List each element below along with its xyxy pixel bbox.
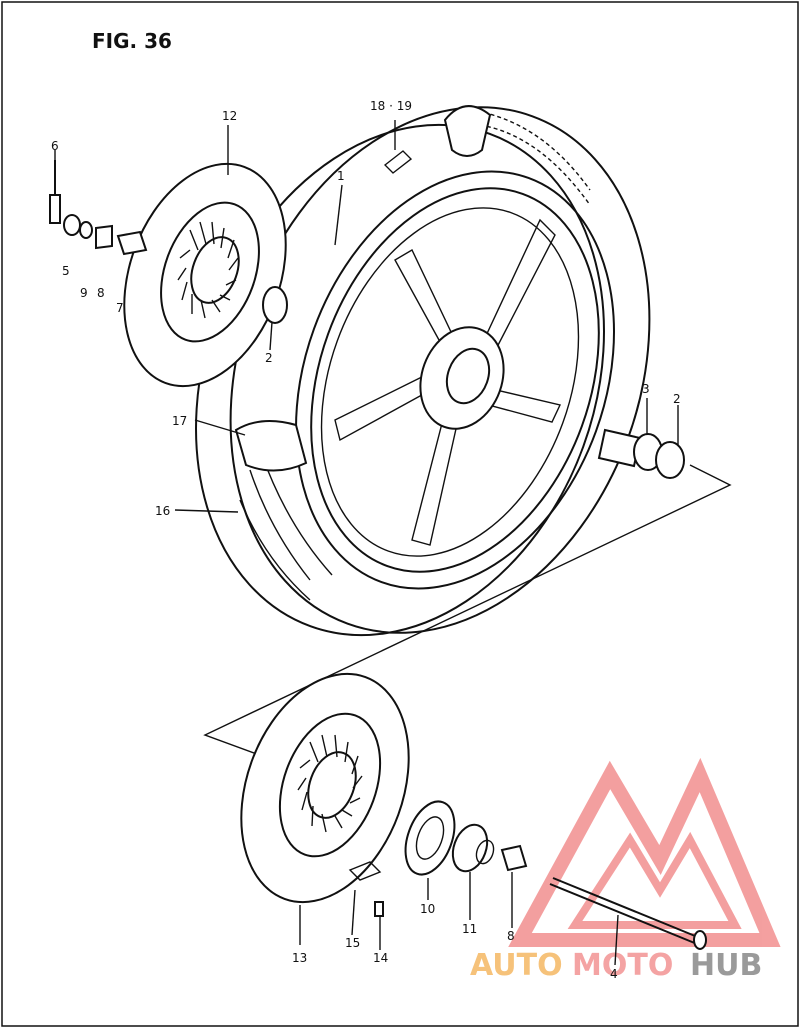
nut-5: [63, 214, 81, 236]
watermark-moto: MOTO: [572, 948, 673, 983]
callout-6: 6: [51, 139, 59, 153]
figure-title: FIG. 36: [92, 29, 172, 53]
watermark: AUTO MOTO HUB: [470, 757, 781, 983]
callout-1: 1: [337, 169, 345, 183]
spacer-3: [597, 428, 642, 468]
callout-18-19: 18 · 19: [370, 99, 412, 113]
bearing-2-right: [655, 441, 685, 479]
watermark-hub: HUB: [690, 948, 762, 983]
right-axle-parts: [597, 428, 685, 479]
rim: [295, 170, 615, 590]
valve: [383, 150, 413, 174]
upper-axle-parts: [49, 160, 288, 324]
callout-14: 14: [373, 951, 388, 965]
watermark-auto: AUTO: [470, 948, 563, 983]
assembly-line: [203, 464, 732, 771]
callout-7: 7: [116, 301, 124, 315]
callout-2-upper: 2: [265, 351, 273, 365]
callout-17: 17: [172, 414, 187, 428]
callout-3: 3: [642, 382, 650, 396]
screw-14: [374, 901, 384, 917]
callout-9: 9: [80, 286, 88, 300]
upper-brake-disc: [123, 162, 287, 388]
wheel-hub: [419, 326, 505, 430]
callout-8-lower: 8: [507, 929, 515, 943]
callout-11: 11: [462, 922, 477, 936]
spacer-8: [95, 224, 113, 250]
washer-9: [79, 221, 93, 239]
gear-10: [404, 800, 456, 876]
callout-12: 12: [222, 109, 237, 123]
lower-parts: [374, 800, 707, 950]
callout-16: 16: [155, 504, 170, 518]
rim-band: [234, 420, 308, 472]
tire-section-top: [443, 105, 492, 157]
callouts: 12 1 18 · 19 6 5 9 8 7 2 17 16 3 2 13 15…: [51, 99, 681, 981]
callout-8-upper: 8: [97, 286, 105, 300]
bearing-2-upper: [262, 286, 288, 324]
collar-7: [116, 230, 148, 256]
leader-lines: [54, 120, 679, 966]
spacer-8-lower: [500, 844, 528, 872]
watermark-logo: [508, 757, 781, 947]
callout-2-right: 2: [673, 392, 681, 406]
callout-10: 10: [420, 902, 435, 916]
callout-15: 15: [345, 936, 360, 950]
axle-4: [552, 877, 701, 939]
callout-13: 13: [292, 951, 307, 965]
callout-5: 5: [62, 264, 70, 278]
lock-washer-15: [348, 861, 382, 881]
gear-housing-11: [451, 823, 489, 873]
lower-brake-disc: [240, 672, 410, 904]
callout-4: 4: [610, 967, 618, 981]
